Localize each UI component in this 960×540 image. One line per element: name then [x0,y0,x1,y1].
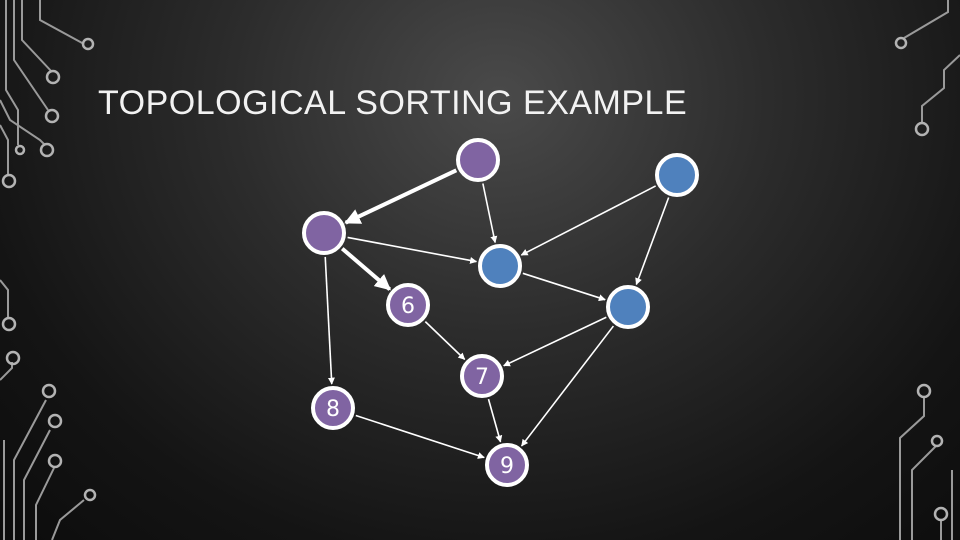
slide-title: TOPOLOGICAL SORTING EXAMPLE [98,84,688,122]
node-circle [478,244,522,288]
edge-n4-n5 [522,272,606,302]
graph-edges [324,168,670,459]
edge-n1-n3 [344,168,458,225]
graph-nodes: 6 7 8 9 [302,138,699,487]
node-circle [302,211,346,255]
circuit-left-bottom [0,279,97,540]
graph-node [655,153,699,197]
edge-n3-n6 [340,247,392,291]
graph-node: 9 [485,443,529,487]
node-circle [386,283,430,327]
edge-n1-n4 [482,183,498,244]
node-circle [485,443,529,487]
edge-n5-n9 [520,325,615,447]
circuit-right-bottom [899,383,953,540]
circuit-left-top [0,0,95,189]
graph-node [478,244,522,288]
node-circle [460,354,504,398]
edge-n6-n7 [424,321,466,360]
edge-n3-n4 [347,236,478,264]
graph-node: 6 [386,283,430,327]
edge-n3-n8 [324,256,335,385]
edge-n2-n4 [520,185,657,256]
graph-node [302,211,346,255]
node-label: 7 [475,365,489,390]
edge-n2-n5 [635,197,670,286]
graph-node [456,138,500,182]
graph-node: 7 [460,354,504,398]
circuit-right-top [894,0,960,137]
node-label: 6 [401,294,415,319]
node-circle [606,285,650,329]
node-label: 8 [326,397,340,422]
edge-n7-n9 [487,398,503,443]
graph-node [606,285,650,329]
node-circle [311,386,355,430]
edge-n8-n9 [355,414,485,459]
edge-n5-n7 [503,316,607,367]
node-circle [456,138,500,182]
node-circle [655,153,699,197]
graph-node: 8 [311,386,355,430]
node-label: 9 [500,454,514,479]
